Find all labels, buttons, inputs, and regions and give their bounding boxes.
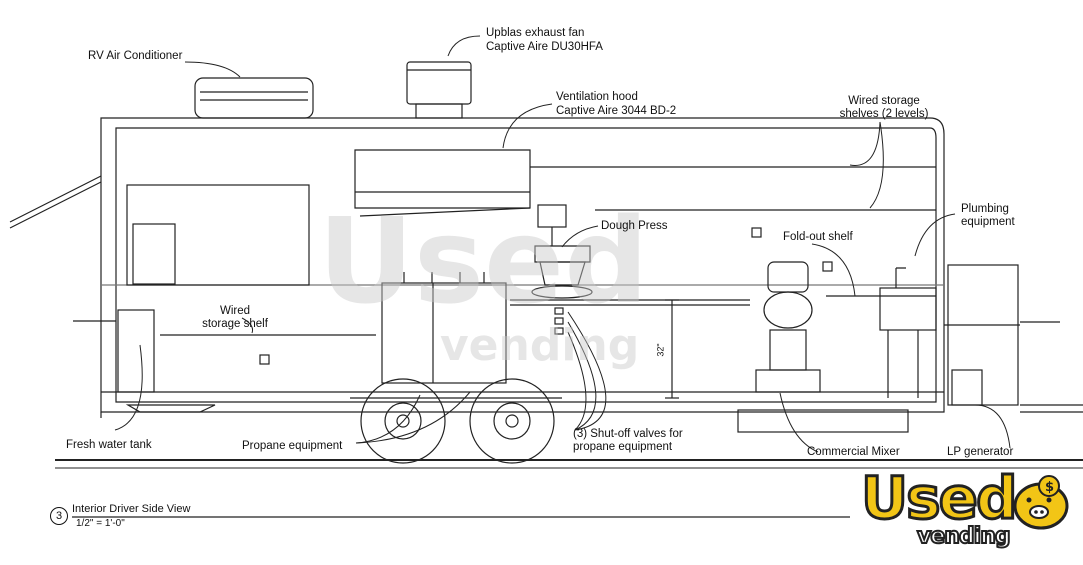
label-fresh-water-tank: Fresh water tank — [66, 439, 152, 451]
label-storage-shelves-1: Wired storage — [848, 95, 920, 107]
label-shutoff-valves-2: propane equipment — [573, 441, 673, 453]
label-storage-shelf-2: storage shelf — [202, 318, 268, 330]
label-storage-shelves-2: shelves (2 levels) — [839, 108, 929, 120]
awning — [9, 175, 102, 229]
wheel-front — [360, 378, 446, 464]
propane-equipment — [381, 282, 507, 384]
used-vending-logo: Used $ vending — [857, 463, 1077, 558]
dimension-32in: 32" — [655, 343, 666, 357]
label-plumbing-1: Plumbing — [961, 203, 1009, 215]
label-exhaust-fan-1: Upblas exhaust fan — [486, 27, 585, 39]
serving-window — [126, 184, 310, 286]
label-shutoff-valves-1: (3) Shut-off valves for — [573, 428, 683, 440]
label-fold-out-shelf: Fold-out shelf — [783, 231, 853, 243]
wheel-rear — [469, 378, 555, 464]
view-number: 3 — [50, 507, 68, 525]
commercial-mixer — [767, 261, 809, 293]
trailer-body — [100, 117, 945, 413]
lp-generator — [947, 264, 1019, 406]
label-storage-shelf-1: Wired — [219, 305, 251, 317]
rv-air-conditioner — [194, 77, 314, 119]
label-rv-air-conditioner: RV Air Conditioner — [88, 50, 183, 62]
label-plumbing-2: equipment — [961, 216, 1015, 228]
label-propane-equipment: Propane equipment — [242, 440, 343, 452]
view-scale: 1/2" = 1'-0" — [76, 518, 125, 529]
svg-text:$: $ — [1045, 480, 1054, 495]
label-dough-press: Dough Press — [601, 220, 668, 232]
label-vent-hood-2: Captive Aire 3044 BD-2 — [556, 105, 677, 117]
fresh-water-tank — [117, 309, 155, 393]
logo-word: Used — [859, 463, 1019, 534]
label-commercial-mixer: Commercial Mixer — [807, 446, 900, 458]
ventilation-hood — [354, 149, 531, 209]
exhaust-fan — [406, 61, 472, 105]
view-title: Interior Driver Side View — [72, 503, 191, 515]
label-vent-hood-1: Ventilation hood — [556, 91, 638, 103]
logo-subword: vending — [916, 523, 1012, 550]
pig-coin-icon: $ — [1013, 475, 1069, 530]
label-exhaust-fan-2: Captive Aire DU30HFA — [486, 41, 603, 53]
sink — [879, 287, 937, 331]
dough-press — [537, 204, 567, 228]
label-lp-generator: LP generator — [947, 446, 1014, 458]
